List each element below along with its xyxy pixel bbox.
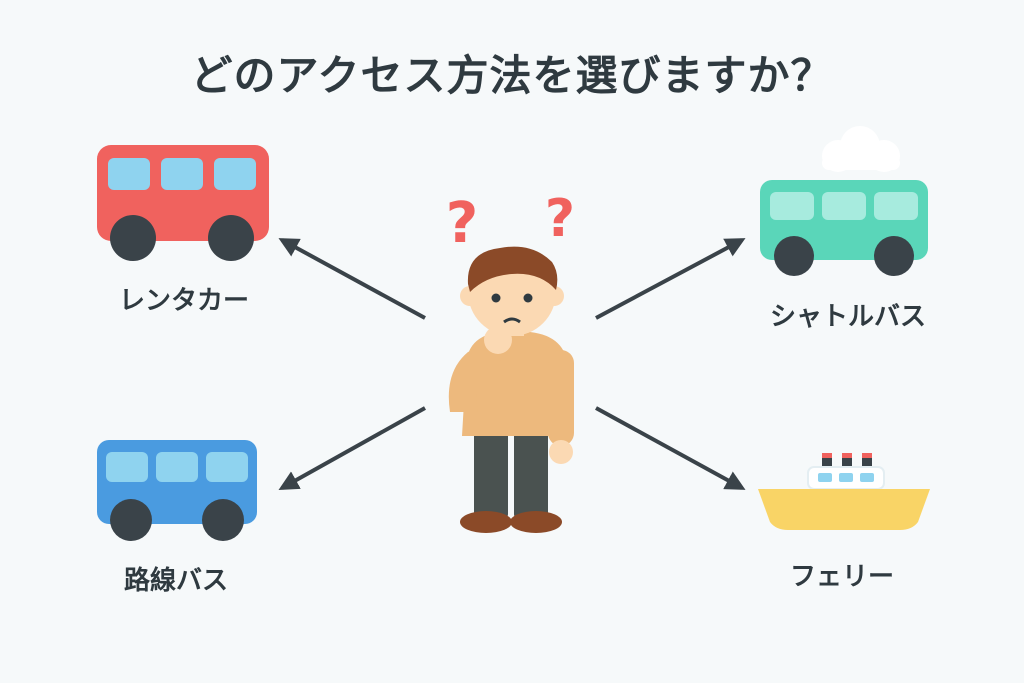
local-bus-icon	[97, 440, 257, 541]
cloud-icon	[822, 126, 900, 172]
diagram-title: どのアクセス方法を選びますか？	[190, 51, 834, 100]
question-mark-left: ?	[446, 191, 478, 256]
arrows	[278, 238, 746, 490]
arrow-to-shuttle-bus	[595, 238, 746, 320]
question-mark-right: ?	[545, 189, 575, 249]
thinking-person-icon	[448, 246, 574, 533]
label-rental-car: レンタカー	[118, 286, 249, 316]
label-ferry: フェリー	[789, 562, 894, 592]
label-shuttle-bus: シャトルバス	[769, 302, 926, 332]
arrow-to-rental-car	[278, 238, 426, 320]
arrow-to-ferry	[595, 406, 746, 490]
shuttle-bus-icon	[760, 126, 928, 276]
label-local-bus: 路線バス	[123, 566, 228, 596]
rental-car-icon	[97, 145, 269, 261]
ferry-icon	[758, 453, 930, 530]
arrow-to-local-bus	[278, 406, 426, 490]
